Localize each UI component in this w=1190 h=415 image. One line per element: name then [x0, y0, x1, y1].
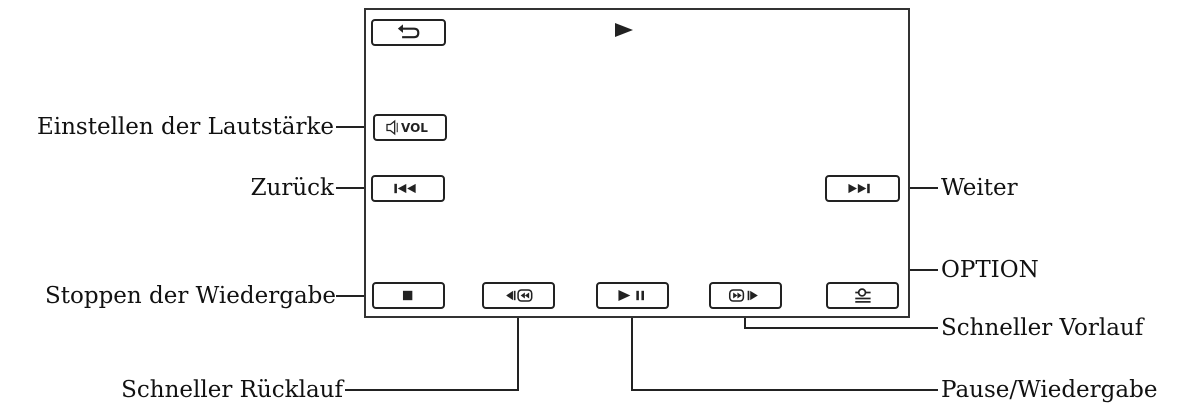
label-volume: Einstellen der Lautstärke: [36, 114, 334, 140]
label-play-pause: Pause/Wiedergabe: [941, 377, 1158, 403]
label-fast-forward: Schneller Vorlauf: [941, 315, 1144, 341]
stop-icon: [402, 290, 413, 301]
speaker-icon: [386, 119, 398, 136]
rewind-icon: [506, 289, 533, 302]
skip-next-icon: [848, 183, 870, 194]
next-button[interactable]: [825, 175, 900, 202]
play-pause-icon: [618, 289, 644, 302]
label-option: OPTION: [941, 257, 1039, 283]
volume-button[interactable]: VOL: [373, 114, 447, 141]
stop-button[interactable]: [372, 282, 445, 309]
skip-previous-icon: [394, 183, 416, 194]
label-rewind: Schneller Rücklauf: [121, 377, 343, 403]
label-previous: Zurück: [250, 175, 334, 201]
previous-button[interactable]: [371, 175, 445, 202]
volume-button-text: VOL: [401, 121, 428, 135]
rewind-button[interactable]: [482, 282, 555, 309]
option-menu-icon: [855, 288, 871, 303]
label-stop: Stoppen der Wiedergabe: [45, 283, 336, 309]
label-next: Weiter: [941, 175, 1018, 201]
play-pause-button[interactable]: [596, 282, 669, 309]
option-button[interactable]: [826, 282, 899, 309]
fast-forward-icon: [728, 289, 758, 302]
back-button[interactable]: [371, 19, 446, 46]
camera-lcd-screen: [364, 8, 910, 318]
fast-forward-button[interactable]: [709, 282, 782, 309]
return-arrow-icon: [397, 24, 420, 39]
play-status-icon: [615, 23, 633, 37]
